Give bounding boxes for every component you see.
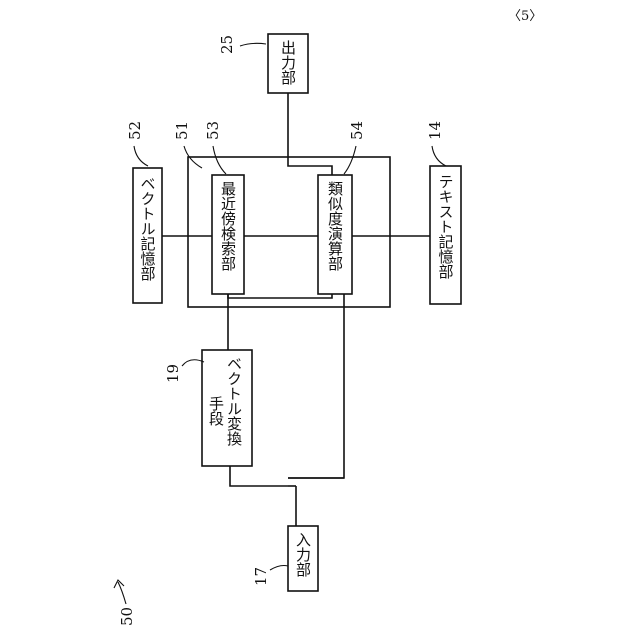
- ref-54: 54: [348, 121, 366, 140]
- nearest-search-label: 最近傍検索部: [219, 181, 237, 271]
- line-output-to-54: [288, 93, 332, 175]
- leader-52: [134, 146, 148, 166]
- leader-19: [182, 360, 204, 366]
- vector-conversion-label-1: ベクトル変換: [225, 356, 243, 447]
- ref-51: 51: [173, 121, 191, 140]
- ref-53: 53: [204, 121, 222, 140]
- vector-conversion-label-2: 手段: [207, 396, 225, 426]
- output-label: 出力部: [279, 40, 297, 85]
- ref-14: 14: [426, 121, 444, 140]
- leader-54: [344, 146, 356, 174]
- ref-25: 25: [218, 35, 236, 54]
- ref-19: 19: [164, 364, 182, 383]
- figure-arrow-shaft: [118, 582, 126, 604]
- leader-14: [432, 146, 446, 166]
- similarity-calc-label: 類似度演算部: [326, 181, 344, 271]
- line-54-to-junction: [288, 294, 344, 478]
- leader-17: [270, 566, 288, 571]
- vector-storage-label: ベクトル記憶部: [139, 176, 157, 281]
- input-label: 入力部: [294, 532, 312, 577]
- leader-53: [213, 146, 226, 174]
- leader-25: [240, 43, 266, 46]
- line-19-to-junction: [230, 466, 288, 486]
- ref-17: 17: [252, 567, 270, 586]
- text-storage-label: テキスト記憶部: [437, 174, 455, 279]
- ref-52: 52: [126, 121, 144, 140]
- figure-number: 50: [118, 607, 136, 626]
- page-label: 〈5〉: [508, 9, 542, 24]
